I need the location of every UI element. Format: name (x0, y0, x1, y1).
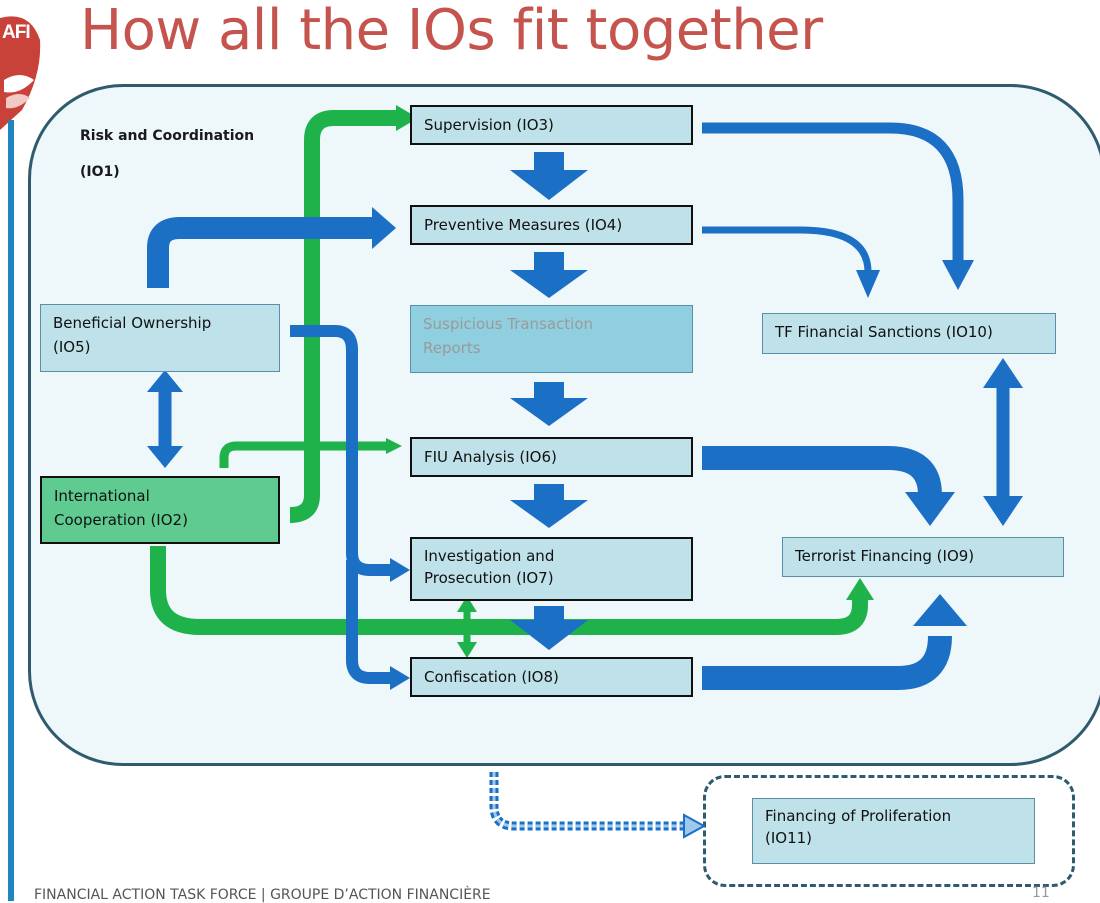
preventive-label: Preventive Measures (IO4) (424, 216, 623, 234)
arrow-ic-to-supervision (289, 110, 400, 523)
fp-label-line1: Financing of Proliferation (765, 807, 952, 825)
investigation-label-line1: Investigation and (424, 547, 555, 565)
arrow-bo-to-confiscation (346, 560, 392, 684)
arrow-preventive-to-tfs (702, 226, 872, 273)
arrow-head-supervision (396, 105, 418, 131)
ic-label-line2: Cooperation (IO2) (54, 511, 188, 529)
bo-label-line2: (IO5) (53, 338, 91, 356)
box-financing-of-proliferation: Financing of Proliferation (IO11) (752, 798, 1035, 864)
arrow-fiu-to-tf (702, 446, 942, 496)
logo-text: AFI (2, 22, 31, 43)
box-fiu-analysis: FIU Analysis (IO6) (410, 437, 693, 477)
ic-label-line1: International (54, 487, 150, 505)
arrow-head-tf-green (846, 578, 874, 600)
proliferation-panel (703, 775, 1075, 887)
arrow-ic-to-fiu (219, 441, 390, 468)
left-accent-bar (8, 120, 14, 901)
tfs-label: TF Financial Sanctions (IO10) (775, 323, 993, 341)
fatf-logo: AFI (0, 0, 48, 132)
arrow-bo-to-preventive (147, 217, 375, 288)
box-tf-financial-sanctions: TF Financial Sanctions (IO10) (762, 313, 1056, 354)
box-beneficial-ownership: Beneficial Ownership (IO5) (40, 304, 280, 372)
supervision-label: Supervision (IO3) (424, 116, 554, 134)
arrow-to-proliferation (489, 772, 686, 831)
footer-text: FINANCIAL ACTION TASK FORCE | GROUPE D’A… (34, 887, 491, 903)
box-suspicious-transaction-reports: Suspicious Transaction Reports (410, 305, 693, 373)
fp-label-line2: (IO11) (765, 829, 813, 847)
box-investigation-prosecution: Investigation and Prosecution (IO7) (410, 537, 693, 601)
arrow-head-preventive (372, 207, 396, 249)
box-supervision: Supervision (IO3) (410, 105, 693, 145)
confiscation-label: Confiscation (IO8) (424, 668, 559, 686)
tf-label: Terrorist Financing (IO9) (795, 547, 975, 565)
box-confiscation: Confiscation (IO8) (410, 657, 693, 697)
page-number: 11 (1032, 885, 1050, 901)
box-terrorist-financing: Terrorist Financing (IO9) (782, 537, 1064, 577)
arrow-confiscation-to-tf (702, 635, 952, 690)
panel-label-line1: Risk and Coordination (80, 128, 255, 144)
vertical-chain-arrows (510, 152, 588, 650)
panel-label-line2: (IO1) (80, 164, 120, 180)
arrow-head-fiu (386, 438, 402, 454)
arrow-supervision-to-tfs (702, 122, 964, 262)
arrow-ic-to-tf (150, 546, 868, 635)
risk-coordination-panel (28, 84, 1100, 766)
str-label-line1: Suspicious Transaction (423, 315, 594, 333)
box-preventive-measures: Preventive Measures (IO4) (410, 205, 693, 245)
page-title: How all the IOs fit together (80, 0, 823, 63)
investigation-label-line2: Prosecution (IO7) (424, 569, 554, 587)
fiu-label: FIU Analysis (IO6) (424, 448, 557, 466)
arrow-bo-to-investigation (290, 325, 392, 576)
bo-label-line1: Beneficial Ownership (53, 314, 212, 332)
box-international-cooperation: International Cooperation (IO2) (40, 476, 280, 544)
str-label-line2: Reports (423, 339, 481, 357)
